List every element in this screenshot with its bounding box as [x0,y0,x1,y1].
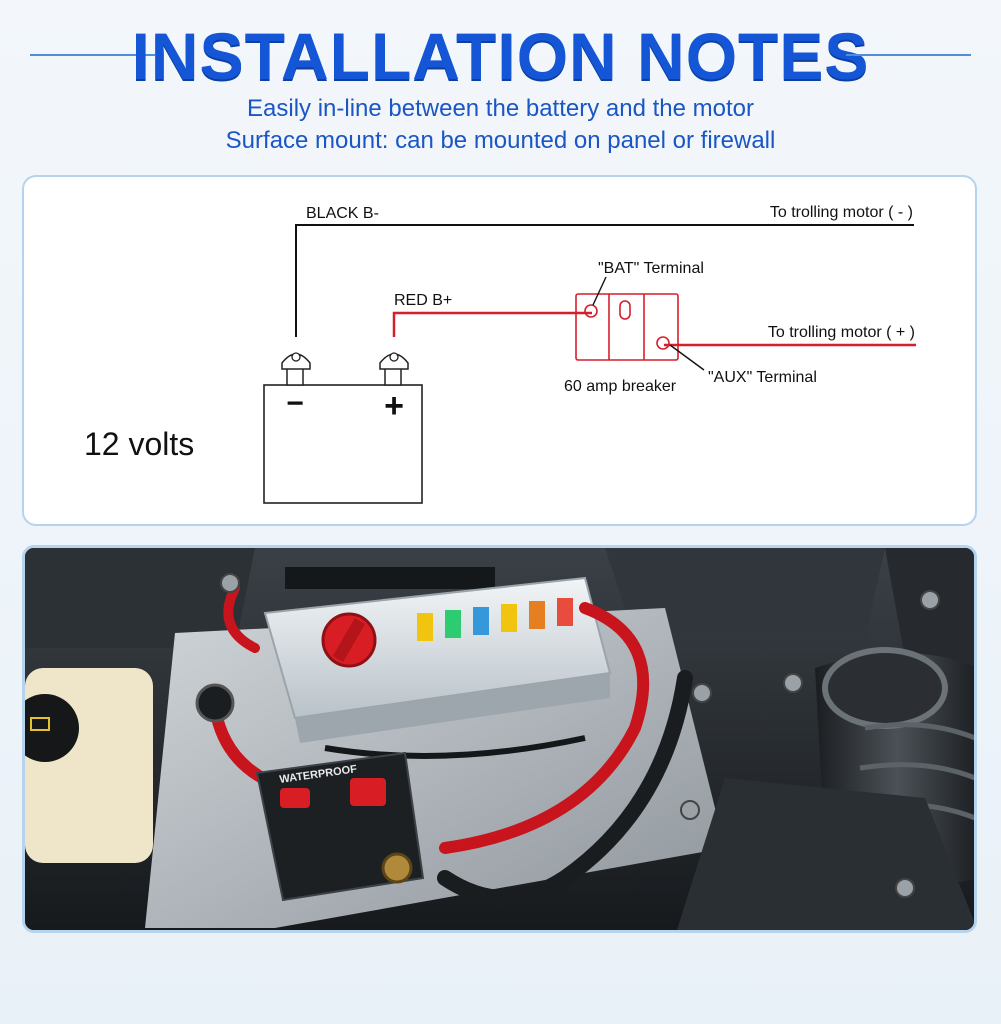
aux-pointer [669,344,705,371]
motor-negative-label: To trolling motor ( - ) [770,204,913,221]
breaker-stud [381,852,413,884]
aux-terminal-label: "AUX" Terminal [708,369,817,386]
engine-bay-photo: WATERPROOF [22,545,977,933]
breaker-trip-button [350,778,386,806]
red-cable-right [439,602,650,854]
breaker-label: 60 amp breaker [564,378,677,395]
circuit-breaker: WATERPROOF [255,751,425,902]
battery-plus-sign: + [384,387,404,425]
breaker-reset-button [280,788,310,808]
motor-positive-label: To trolling motor ( + ) [768,324,915,341]
firewall-grommet [195,683,235,723]
title-rule-right [846,54,971,56]
voltage-label: 12 volts [84,426,194,462]
subtitle-line-1: Easily in-line between the battery and t… [247,95,754,122]
bolts [220,573,940,898]
black-wire-label: BLACK B- [306,205,379,222]
reservoir-cap-icon [30,717,50,731]
black-wire [295,224,914,337]
fuse-wires [324,735,586,759]
rear-engine-cover [605,548,885,638]
title-row: INSTALLATION NOTES [0,14,1001,96]
wiring-diagram: BLACK B- RED B+ To trolling motor ( - ) … [84,204,916,504]
battery-symbol [263,352,423,504]
red-wire-label: RED B+ [394,292,452,309]
black-cable [437,670,693,906]
battery-minus-sign: − [286,387,304,420]
fuse-box [263,576,612,743]
title-rule-left [30,54,155,56]
engine-bay-illustration: WATERPROOF [25,548,974,930]
bat-pointer [592,276,607,306]
subtitle-line-2: Surface mount: can be mounted on panel o… [225,127,776,154]
breaker-symbol [575,293,679,361]
red-cable-top [223,583,260,653]
left-engine-cover [25,548,255,648]
wiring-diagram-panel: BLACK B- RED B+ To trolling motor ( - ) … [22,175,977,526]
red-wire-battery [392,311,592,337]
page-title: INSTALLATION NOTES [131,19,870,93]
bat-terminal-label: "BAT" Terminal [598,260,704,277]
reservoir-cap [25,694,79,762]
